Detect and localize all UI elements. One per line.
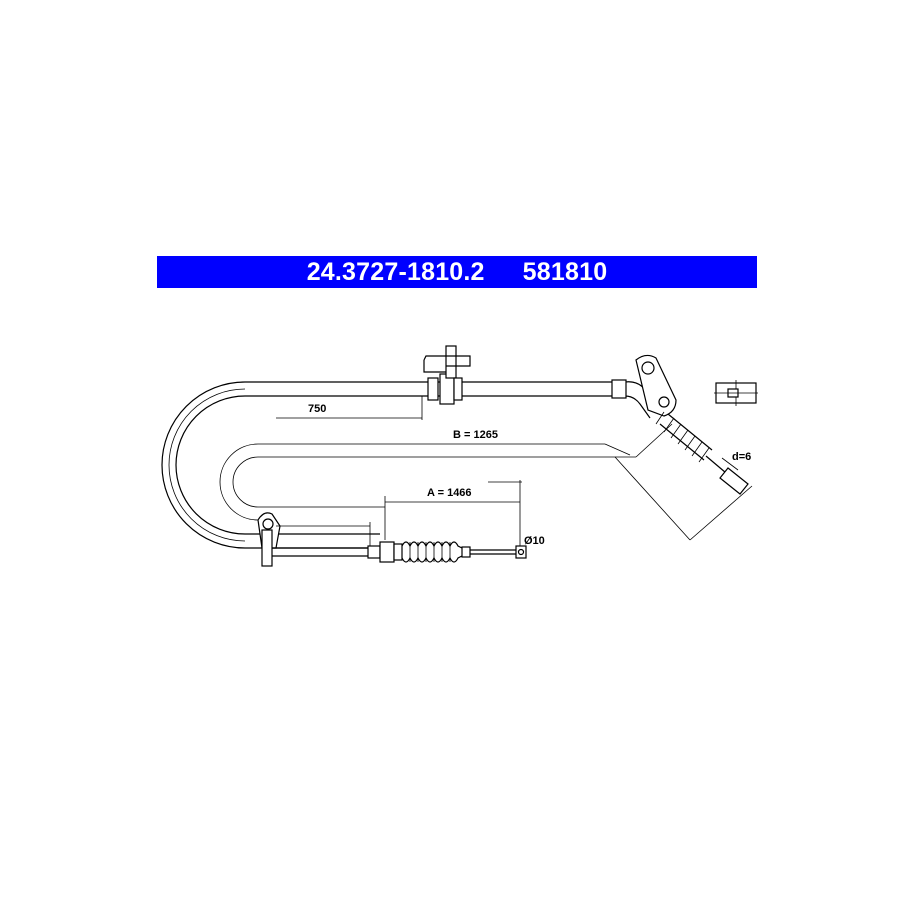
left-end-bracket (257, 512, 370, 567)
right-end-fitting (611, 354, 677, 419)
dimension-b: B = 1265 (453, 423, 753, 541)
dimension-left-end (276, 522, 371, 546)
header-bar: 24.3727-1810.2 581810 (157, 256, 757, 288)
cable-route-line (232, 456, 615, 508)
middle-bracket (423, 345, 471, 405)
ref-number: 581810 (522, 257, 608, 286)
dimension-a: A = 1466 (384, 480, 522, 546)
bottom-bellows (367, 541, 527, 563)
cable-sheath (161, 381, 625, 549)
cable-route-line-outer (219, 443, 605, 521)
part-number: 24.3727-1810.2 (306, 257, 485, 286)
dimension-750: 750 (276, 396, 423, 420)
dim-label-a: A = 1466 (427, 487, 472, 499)
dim-label-d: d=6 (732, 451, 751, 463)
end-detail-box (714, 380, 758, 406)
dim-label-750: 750 (308, 403, 326, 415)
dim-label-diameter: Ø10 (524, 535, 545, 547)
right-bellows (655, 411, 749, 495)
dim-label-b: B = 1265 (453, 429, 498, 441)
